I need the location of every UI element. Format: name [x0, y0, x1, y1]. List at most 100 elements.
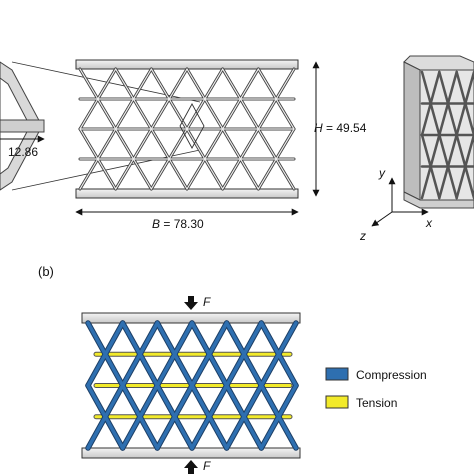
lattice-strut	[138, 321, 160, 356]
lattice-strut	[204, 158, 224, 190]
lattice-strut	[257, 158, 277, 190]
lattice-strut	[276, 415, 298, 450]
lattice-strut	[276, 352, 298, 388]
lattice-strut	[438, 165, 450, 200]
lattice-strut	[242, 321, 264, 356]
lattice-strut	[150, 158, 170, 190]
lattice-strut	[120, 321, 142, 356]
lattice-strut	[190, 321, 212, 356]
lattice-strut	[97, 98, 117, 130]
lattice-strut	[429, 165, 441, 200]
lattice-strut	[438, 70, 450, 105]
legend-label-tension: Tension	[356, 396, 397, 410]
lattice-strut	[103, 383, 125, 419]
lattice-strut	[168, 98, 188, 130]
lattice-strut	[120, 415, 142, 450]
lattice-strut	[207, 352, 229, 388]
lattice-strut	[429, 133, 441, 168]
lattice-strut	[132, 68, 152, 100]
lattice-strut	[259, 383, 281, 419]
lattice-strut	[97, 158, 117, 190]
lattice-strut	[186, 68, 206, 100]
lattice-strut	[455, 165, 467, 200]
lattice-strut	[257, 98, 277, 130]
lattice-strut	[155, 383, 177, 419]
lattice-strut	[190, 352, 212, 388]
zoom-inset	[0, 61, 45, 191]
lattice-strut	[190, 383, 212, 419]
lattice-strut	[115, 128, 135, 160]
lattice-strut	[438, 133, 450, 168]
lattice-strut	[138, 352, 160, 388]
lattice-strut	[138, 415, 160, 450]
lattice-strut	[259, 352, 281, 388]
lattice-strut	[224, 352, 246, 388]
lattice-strut	[239, 98, 259, 130]
lattice-strut	[150, 68, 170, 100]
lattice-strut	[242, 352, 264, 388]
lattice-strut	[115, 98, 135, 130]
lattice-strut	[204, 68, 224, 100]
legend-label-compression: Compression	[356, 368, 427, 382]
lattice-strut	[275, 98, 295, 130]
lattice-strut	[190, 415, 212, 450]
lattice-strut	[172, 321, 194, 356]
lattice-3d-view	[403, 55, 474, 209]
lattice-strut	[207, 383, 229, 419]
lattice-strut	[276, 321, 298, 356]
lattice-strut	[115, 158, 135, 190]
lattice-strut	[259, 321, 281, 356]
lattice-strut	[97, 68, 117, 100]
lattice-strut	[429, 102, 441, 137]
lattice-strut	[446, 133, 458, 168]
highlight-cell	[179, 103, 205, 149]
lattice-strut	[464, 165, 474, 200]
lattice-strut	[150, 98, 170, 130]
lattice-structure-b	[81, 312, 301, 459]
lattice-strut	[224, 321, 246, 356]
lattice-strut	[86, 415, 108, 450]
lattice-strut	[455, 102, 467, 137]
lattice-strut	[224, 383, 246, 419]
force-label-bottom: F	[203, 459, 211, 473]
lattice-strut	[155, 352, 177, 388]
lattice-strut	[97, 128, 117, 160]
lattice-strut	[446, 165, 458, 200]
lattice-strut	[275, 68, 295, 100]
force-label-top: F	[203, 295, 211, 309]
lattice-strut	[429, 70, 441, 105]
lattice-strut	[222, 98, 242, 130]
lattice-strut	[150, 128, 170, 160]
lattice-strut	[275, 128, 295, 160]
lattice-strut	[132, 98, 152, 130]
axis-z-label: z	[359, 229, 366, 243]
lattice-strut	[155, 321, 177, 356]
lattice-strut	[79, 68, 99, 100]
axes-triad	[371, 177, 429, 227]
lattice-strut	[207, 415, 229, 450]
lattice-strut	[420, 133, 432, 168]
axis-x-label: x	[425, 216, 433, 230]
lattice-strut	[186, 98, 206, 130]
lattice-strut	[464, 133, 474, 168]
lattice-strut	[138, 383, 160, 419]
lattice-strut	[446, 102, 458, 137]
panel-b-label: (b)	[38, 264, 54, 279]
lattice-strut	[464, 102, 474, 137]
width-label: B = 78.30	[152, 217, 204, 231]
lattice-strut	[276, 383, 298, 419]
lattice-strut	[168, 158, 188, 190]
axis-y-label: y	[378, 166, 386, 180]
lattice-strut	[115, 68, 135, 100]
panel-b: (b) F F Compression Tension	[38, 264, 427, 474]
lattice-strut	[239, 68, 259, 100]
lattice-strut	[120, 352, 142, 388]
lattice-strut	[455, 70, 467, 105]
lattice-strut	[420, 70, 432, 105]
lattice-strut	[207, 321, 229, 356]
lattice-strut	[79, 158, 99, 190]
lattice-strut	[257, 128, 277, 160]
lattice-strut	[86, 383, 108, 419]
lattice-strut	[79, 98, 99, 130]
